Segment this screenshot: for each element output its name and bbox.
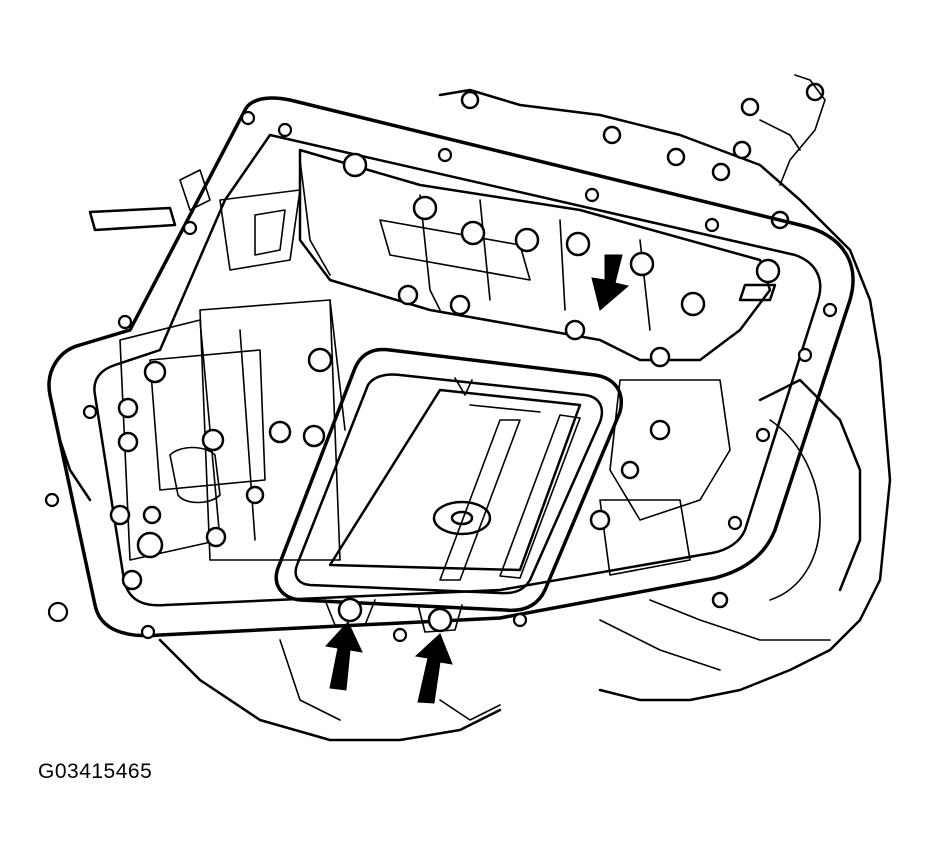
valve-body: [109, 148, 781, 591]
arrow-up-right: [414, 633, 453, 704]
oil-strainer: [274, 347, 623, 633]
pan-gasket-flange: [44, 96, 855, 643]
arrow-down-top: [591, 254, 630, 311]
transmission-case: [58, 74, 892, 742]
figure-id-caption: G03415465: [38, 760, 153, 783]
arrow-up-left: [325, 621, 363, 691]
